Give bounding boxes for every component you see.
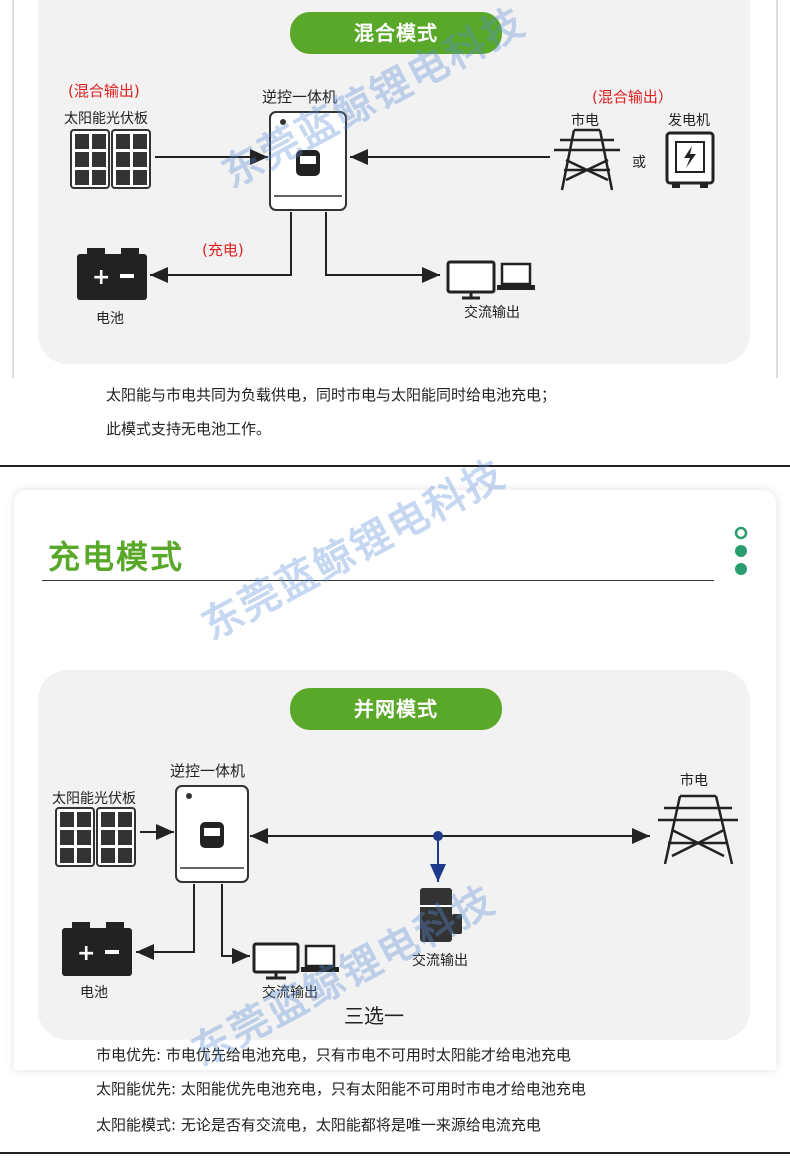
section1-right-border (776, 0, 778, 378)
solar-panel-label: 太阳能光伏板 (64, 111, 148, 127)
inverter2-label: 逆控一体机 (170, 762, 246, 780)
inverter-icon (269, 111, 347, 211)
solar-panel-icon (55, 807, 136, 867)
ac-output-label: 交流输出 (464, 305, 520, 321)
charge-note: (充电) (202, 241, 244, 259)
svg-text:+: + (77, 941, 95, 966)
power-pylon-icon (554, 128, 620, 191)
battery2-label: 电池 (80, 985, 108, 1001)
section1-left-border (12, 0, 14, 378)
choose-one-label: 三选一 (344, 1004, 404, 1028)
solar-panel-icon (70, 129, 151, 189)
grid-label: 市电 (571, 113, 599, 129)
svg-text:+: + (92, 265, 110, 290)
hybrid-mode-panel (38, 0, 750, 364)
ac-load-icon (446, 260, 535, 300)
dot-filled-icon (735, 563, 747, 575)
refrigerator-icon (420, 888, 462, 942)
generator-icon (665, 131, 715, 188)
bottom-divider (0, 1152, 790, 1154)
battery-icon: + (77, 248, 147, 300)
option-solar-only: 太阳能模式: 无论是否有交流电，太阳能都将是唯一来源给电流充电 (96, 1116, 541, 1134)
solar2-label: 太阳能光伏板 (52, 791, 136, 807)
battery-icon: + (62, 922, 132, 976)
dot-filled-icon (735, 545, 747, 557)
grid2-label: 市电 (680, 773, 708, 789)
inverter-icon (175, 785, 249, 883)
solar-output-note: (混合输出) (68, 82, 140, 100)
dot-outline-icon (734, 526, 748, 540)
ac-load-icon (252, 942, 339, 980)
heading-underline (42, 580, 714, 581)
power-pylon-icon (658, 794, 738, 865)
hybrid-desc-line1: 太阳能与市电共同为负载供电，同时市电与太阳能同时给电池充电； (106, 386, 557, 404)
grid-tie-mode-panel (38, 670, 750, 1040)
charge-mode-heading: 充电模式 (48, 538, 185, 576)
hybrid-mode-title: 混合模式 (290, 12, 502, 54)
grid-tie-mode-title: 并网模式 (290, 688, 502, 730)
ac-output-center-label: 交流输出 (412, 953, 468, 969)
ac-output2-label: 交流输出 (262, 985, 318, 1001)
grid-output-note: (混合输出） (592, 88, 673, 106)
inverter-label: 逆控一体机 (262, 88, 338, 106)
section-divider (0, 465, 790, 467)
or-label: 或 (632, 155, 646, 171)
option-grid-priority: 市电优先: 市电优先给电池充电，只有市电不可用时太阳能才给电池充电 (96, 1046, 571, 1064)
generator-label: 发电机 (668, 113, 710, 129)
option-solar-priority: 太阳能优先: 太阳能优先电池充电，只有太阳能不可用时市电才给电池充电 (96, 1080, 586, 1098)
hybrid-desc-line2: 此模式支持无电池工作。 (106, 420, 272, 438)
battery-label: 电池 (96, 311, 124, 327)
